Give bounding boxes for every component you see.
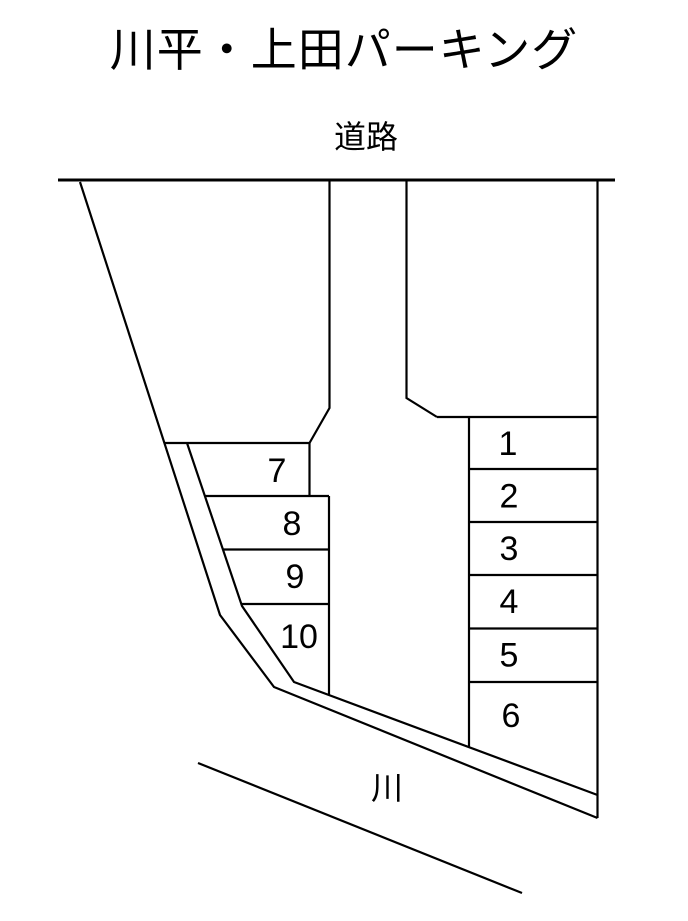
space-label-2: 2 <box>500 478 519 516</box>
page-title: 川平・上田パーキング <box>110 24 579 76</box>
river-line <box>197 761 523 895</box>
space-label-3: 3 <box>500 530 519 568</box>
space-label-4: 4 <box>500 583 519 621</box>
space-label-6: 6 <box>502 697 521 735</box>
space-label-7: 7 <box>268 452 287 490</box>
space-label-10: 10 <box>280 618 318 656</box>
inner-strip-line <box>185 442 598 797</box>
river-label: 川 <box>371 770 403 806</box>
space-label-5: 5 <box>500 637 519 675</box>
space-label-1: 1 <box>499 425 518 463</box>
aisle-left-boundary <box>308 180 331 444</box>
space-label-9: 9 <box>286 558 305 596</box>
aisle-right-boundary <box>405 180 438 418</box>
west-boundary-line <box>78 181 598 820</box>
road-label: 道路 <box>334 119 398 155</box>
space-label-8: 8 <box>283 505 302 543</box>
